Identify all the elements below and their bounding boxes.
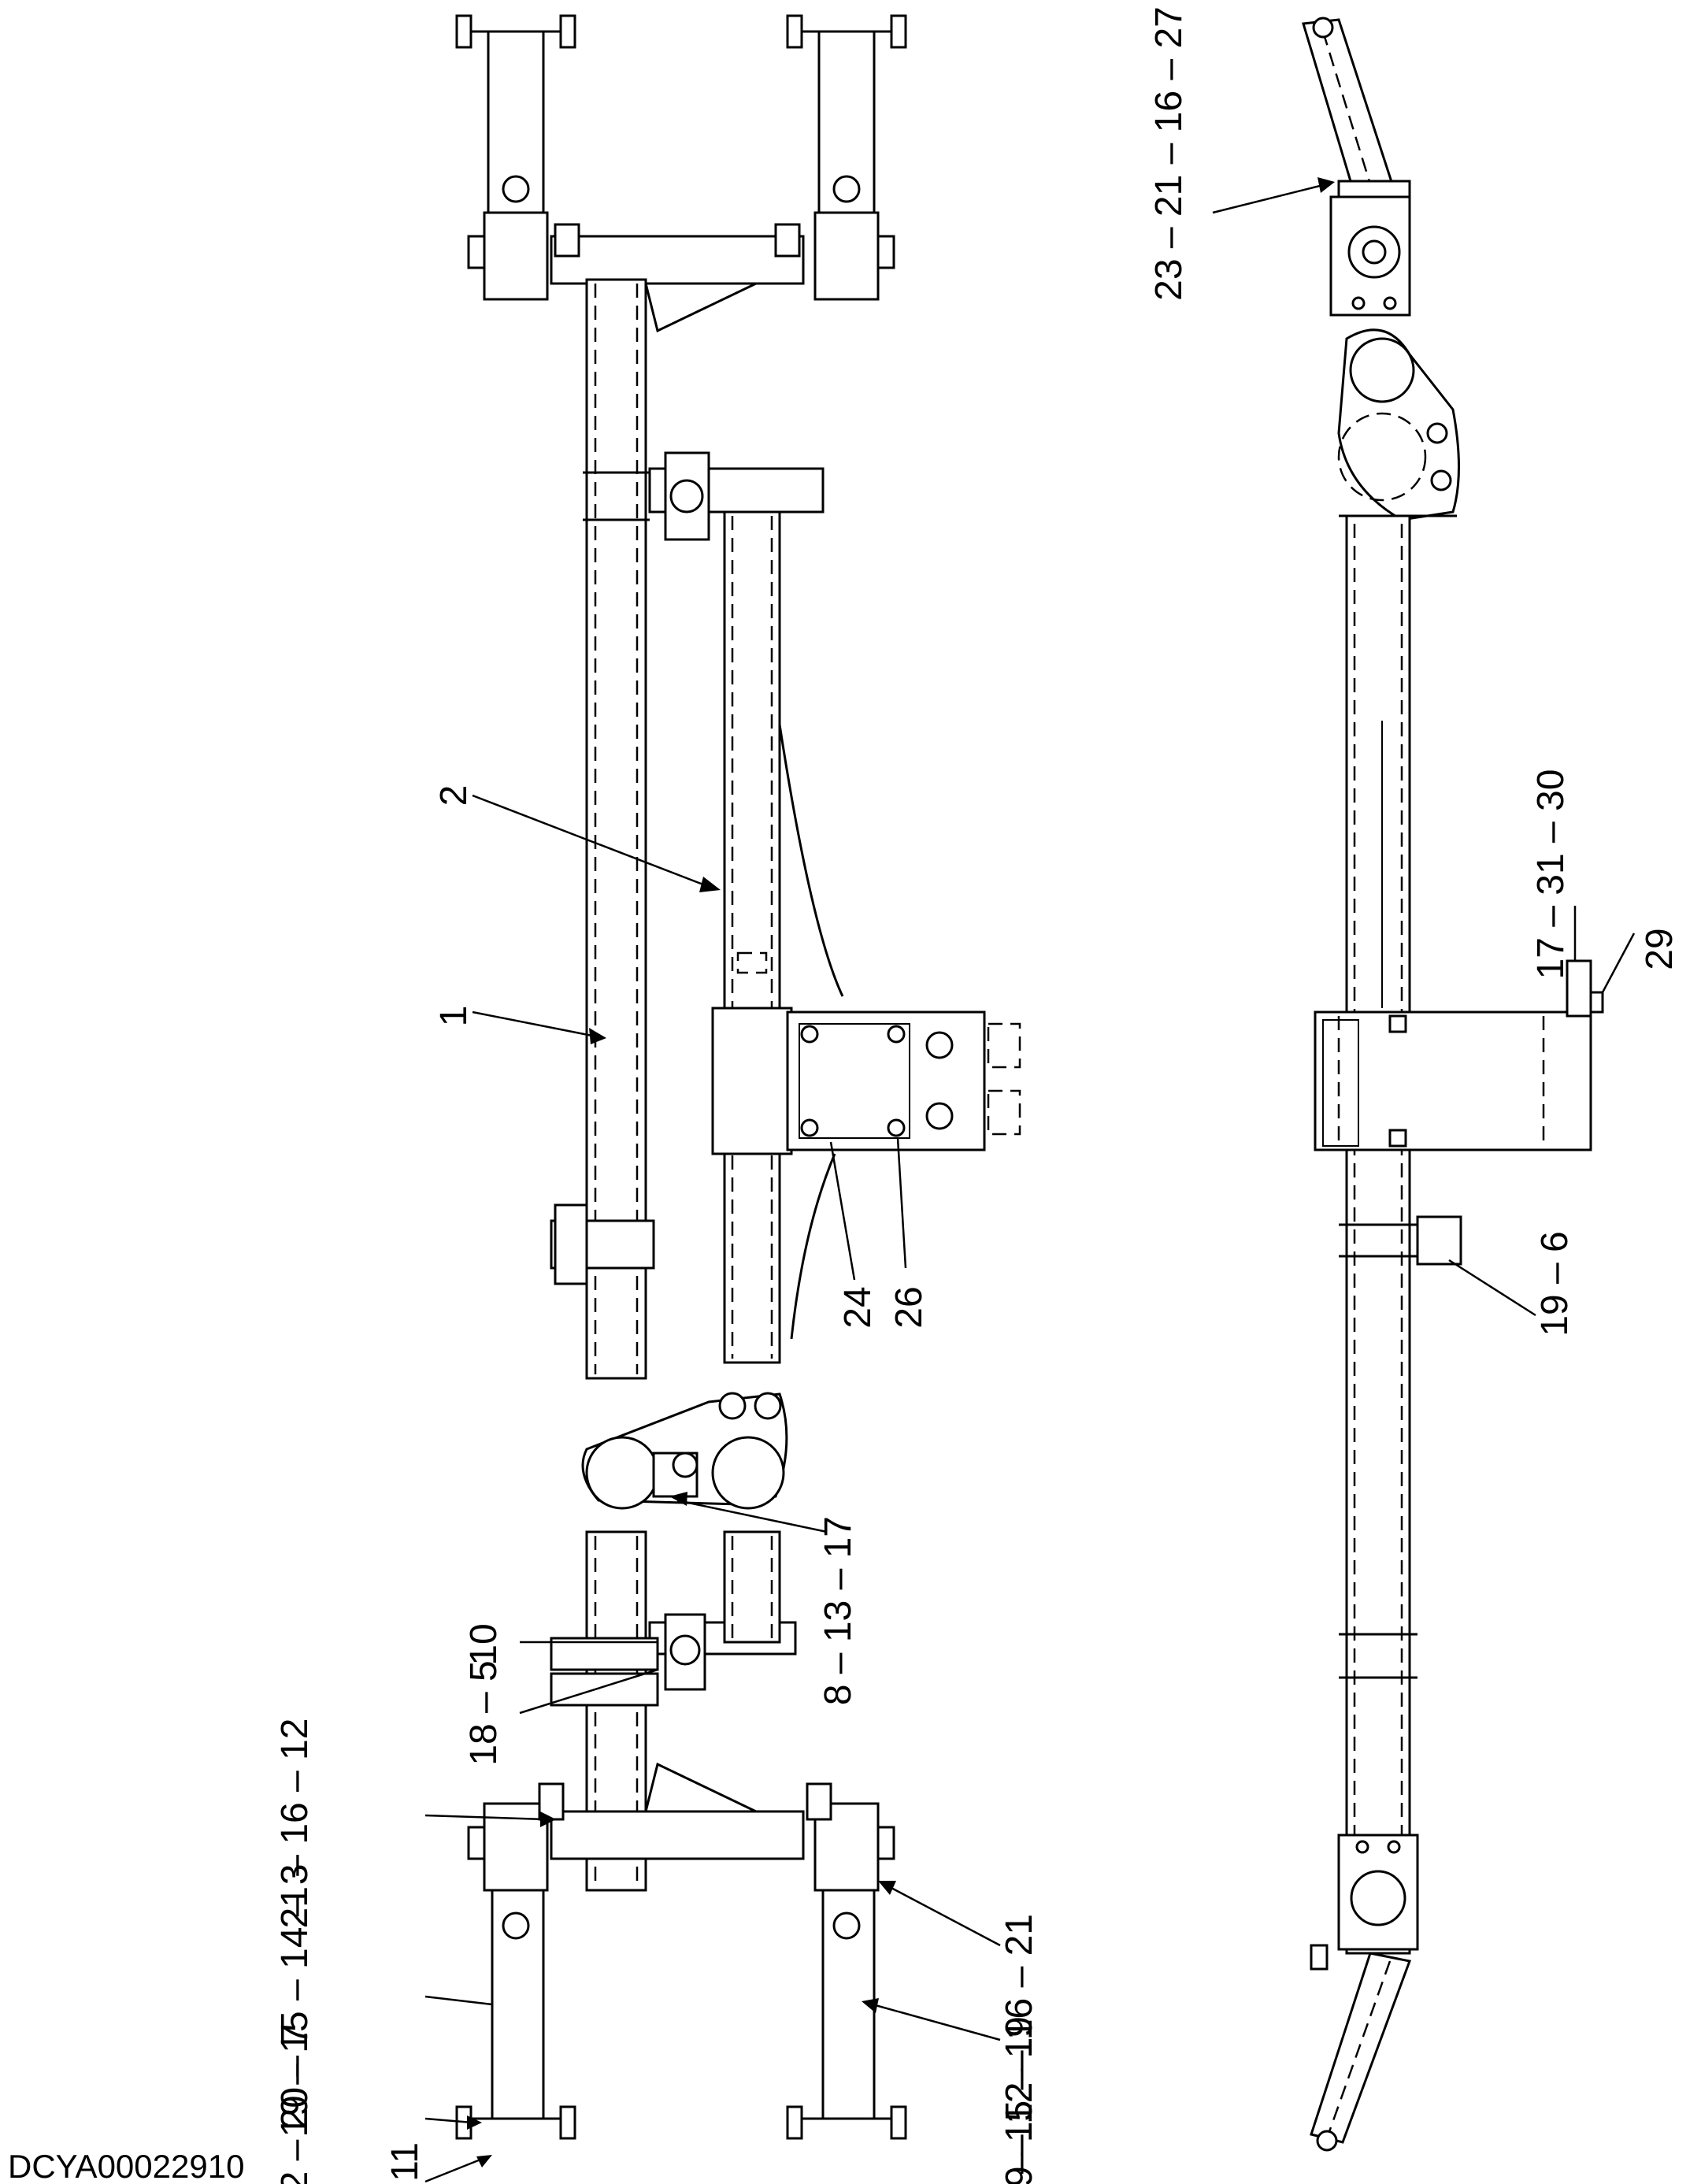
callout-2: 2 — [433, 785, 475, 806]
side-mount-box — [1314, 1010, 1592, 1151]
mount-plate — [786, 1010, 986, 1151]
upper-left-eye — [502, 175, 530, 203]
upper-cross-tube — [550, 235, 805, 285]
callout-9-12-16-21: 9 – 12 – 16 – 21 — [999, 1914, 1040, 2184]
drawing-code: DCYA00022910 — [8, 2148, 244, 2184]
callout-labels: 1 2 24 26 8 – 13 – 17 10 18 – 5 21 – 16 … — [274, 6, 1681, 2184]
leader-lines — [424, 177, 1636, 2183]
callout-17-31-30: 17 – 31 – 30 — [1530, 769, 1572, 980]
callout-1: 1 — [433, 1006, 475, 1027]
upper-left-hanger — [487, 30, 545, 246]
callout-29: 29 — [1639, 928, 1681, 970]
callout-8-13-17: 8 – 13 – 17 — [817, 1516, 859, 1705]
side-view-assembly — [1302, 17, 1604, 2152]
callout-22-20-7: 22 – 20 – 7 — [274, 2024, 316, 2184]
callout-26: 26 — [888, 1286, 930, 1328]
upper-right-eye — [832, 175, 861, 203]
callout-10: 10 — [463, 1623, 505, 1665]
lower-arm — [1310, 1952, 1412, 2144]
callout-21-16-12: 21 – 16 – 12 — [274, 1719, 316, 1929]
callout-19-6: 19 – 6 — [1534, 1231, 1576, 1336]
side-main-beam — [1345, 514, 1411, 1955]
torque-tube-2 — [648, 451, 1021, 1691]
callout-18-5: 18 – 5 — [463, 1660, 505, 1765]
callout-4-14-15-19: 4 – 14 – 15 – 19 — [999, 2016, 1040, 2184]
main-beam-1 — [583, 278, 650, 1380]
lower-cross-tube — [550, 1810, 805, 1860]
upper-axle-assembly — [455, 14, 907, 333]
callout-23-21-16-27: 23 – 21 – 16 – 27 — [1148, 6, 1190, 301]
upper-right-hanger — [817, 30, 876, 246]
torsion-plate-part-8 — [581, 1392, 788, 1510]
lower-axle-assembly — [455, 1762, 907, 2140]
callout-11: 11 — [384, 2142, 426, 2182]
callout-24: 24 — [837, 1286, 879, 1328]
callout-19-15-14-3: 19 – 15 – 14 – 3 — [274, 1864, 316, 2138]
